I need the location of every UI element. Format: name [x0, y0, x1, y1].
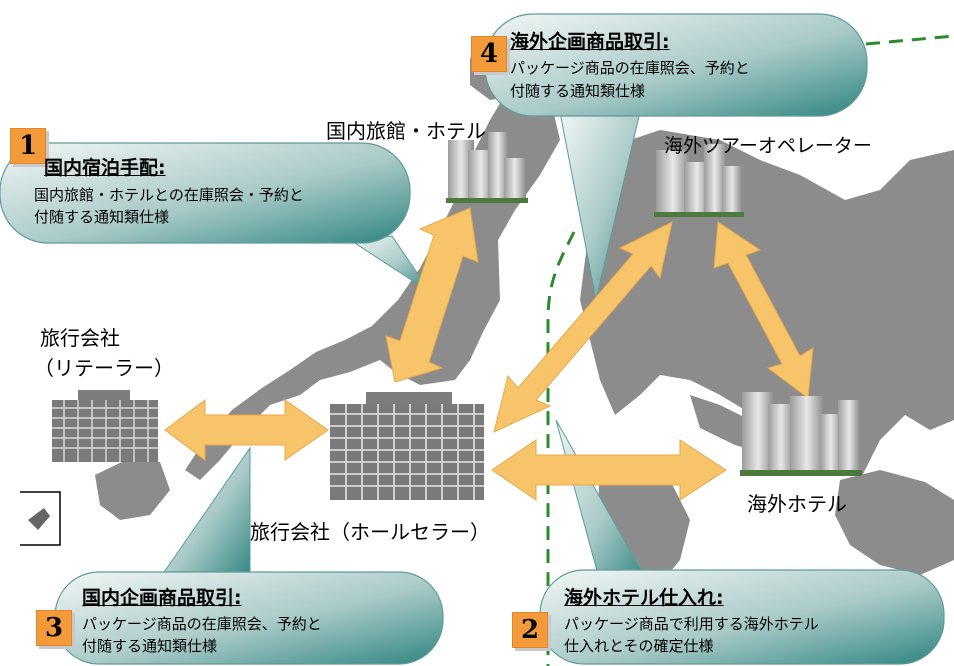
label-overseas-hotel: 海外ホテル [747, 492, 847, 516]
callout-1-title: 国内宿泊手配: [44, 157, 166, 179]
callout-4-line2: 付随する通知類仕様 [510, 82, 646, 100]
callout-2-title: 海外ホテル仕入れ: [564, 587, 724, 609]
callout-3-title: 国内企画商品取引: [82, 587, 242, 609]
arrow-wholesaler-overseas-hotel [491, 439, 727, 501]
building-retailer [52, 390, 158, 462]
callout-1-body [0, 142, 411, 244]
building-overseas-hotel [740, 392, 862, 476]
callout-2-line1: パッケージ商品で利用する海外ホテル [564, 615, 819, 633]
callout-2-number-badge: 2 [512, 612, 548, 648]
building-wholesaler [330, 392, 484, 500]
callout-4-title: 海外企画商品取引: [510, 31, 670, 53]
building-domestic-hotel [446, 132, 528, 203]
callout-1-number-badge: 1 [10, 128, 46, 164]
label-retailer-line1: 旅行会社 [40, 326, 120, 350]
callout-1-line1: 国内旅館・ホテルとの在庫照会・予約と [34, 186, 304, 204]
label-domestic-hotel: 国内旅館・ホテル [326, 119, 486, 143]
map-australia [835, 470, 954, 575]
callout-1-line2: 付随する通知類仕様 [34, 208, 170, 226]
building-overseas-operator [654, 144, 744, 217]
map-inset-outline [20, 491, 61, 546]
arrow-retailer-wholesaler [164, 399, 329, 461]
callout-4-line1: パッケージ商品の在庫照会、予約と [510, 59, 750, 77]
callout-3-number-badge: 3 [36, 610, 72, 646]
callout-3-line2: 付随する通知類仕様 [82, 637, 218, 655]
label-wholesaler: 旅行会社（ホールセラー） [250, 520, 490, 544]
arrow-wholesaler-domestic-hotel [385, 207, 479, 383]
arrow-wholesaler-overseas-operator [493, 221, 673, 433]
label-retailer-line2: （リテーラー） [34, 356, 174, 380]
map-inset-islands [28, 508, 50, 530]
callout-2-line2: 仕入れとその確定仕様 [564, 637, 714, 655]
callout-4-number-badge: 4 [471, 36, 507, 72]
label-overseas-operator: 海外ツアーオペレーター [664, 135, 872, 157]
callout-3-line1: パッケージ商品の在庫照会、予約と [82, 615, 322, 633]
map-japan-kyushu [95, 458, 170, 520]
dashed-boundary-line [546, 231, 576, 666]
dashed-boundary-top [865, 34, 954, 46]
